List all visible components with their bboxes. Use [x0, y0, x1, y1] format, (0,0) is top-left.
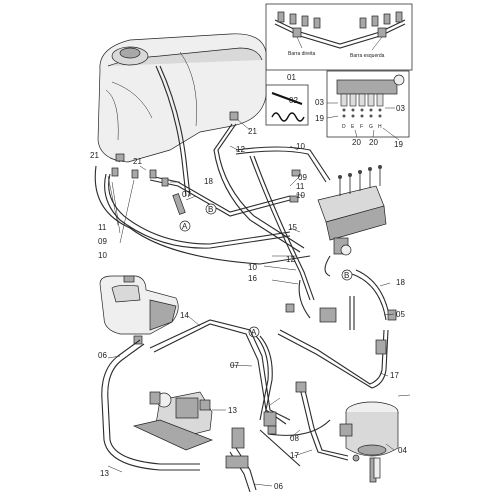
- outlet-d: D: [342, 124, 346, 130]
- label-09-right: 09: [298, 173, 307, 182]
- label-13-right: 13: [228, 406, 237, 415]
- label-13-left: 13: [100, 469, 109, 478]
- middle-hoses: [277, 269, 397, 389]
- label-06-lower: 06: [274, 482, 283, 491]
- outlet-e: E: [351, 124, 355, 130]
- outlet-h: H: [378, 124, 382, 130]
- label-09-left: 09: [98, 237, 107, 246]
- callout-a-upper: A: [182, 222, 188, 231]
- clean-water-tank: [99, 275, 179, 345]
- label-16: 16: [248, 274, 257, 283]
- nozzle-group-left: [359, 11, 403, 38]
- part-labels: 21 21 21 12 10 07 18 09 11 10 11 09 10 1…: [90, 127, 407, 491]
- label-10-left: 10: [98, 251, 107, 260]
- lower-hoses: [101, 319, 349, 493]
- label-18-upper: 18: [204, 177, 213, 186]
- callout-b-upper: B: [208, 205, 213, 214]
- filter-assembly: [339, 401, 399, 483]
- label-14: 14: [180, 311, 189, 320]
- clamp-inset: 01 02: [265, 73, 309, 126]
- label-05: 05: [396, 310, 405, 319]
- label-21-top: 21: [248, 127, 257, 136]
- right-boom-label: Barra direita: [288, 51, 315, 57]
- label-17-right: 17: [390, 371, 399, 380]
- main-tank: [97, 33, 267, 163]
- label-04: 04: [398, 446, 407, 455]
- label-19-right: 19: [394, 140, 403, 149]
- manifold-inset: D E F G H 03 03 19 19 20 20: [315, 70, 410, 149]
- label-12-mid: 12: [286, 255, 295, 264]
- control-valve-block: [317, 165, 387, 277]
- label-11-left: 11: [98, 223, 107, 232]
- outlet-f: F: [360, 124, 363, 130]
- label-03-right: 03: [396, 104, 405, 113]
- label-07-lower: 07: [230, 361, 239, 370]
- upper-hoses: [94, 65, 331, 301]
- leader-lines: [107, 119, 411, 487]
- label-10-mid: 10: [248, 263, 257, 272]
- label-21-mid: 21: [133, 157, 142, 166]
- label-20-a: 20: [352, 138, 361, 147]
- label-08: 08: [290, 434, 299, 443]
- label-17-lower: 17: [290, 451, 299, 460]
- label-20-b: 20: [369, 138, 378, 147]
- left-boom-label: Barra esquerda: [350, 53, 385, 59]
- label-18-right: 18: [396, 278, 405, 287]
- callout-b-lower: B: [344, 271, 349, 280]
- label-10-right: 10: [296, 191, 305, 200]
- label-11-right: 11: [296, 182, 305, 191]
- label-21-left: 21: [90, 151, 99, 160]
- label-01: 01: [287, 73, 296, 82]
- outlet-g: G: [369, 124, 373, 130]
- label-12-top: 12: [236, 145, 245, 154]
- label-07-upper: 07: [182, 190, 191, 199]
- lower-valves: [225, 381, 307, 469]
- callout-a-lower: A: [251, 328, 257, 337]
- label-19-left: 19: [315, 114, 324, 123]
- pump-assembly: [132, 391, 213, 451]
- label-10-top: 10: [296, 142, 305, 151]
- boom-inset: Barra direita Barra esquerda: [265, 3, 413, 71]
- label-02: 02: [289, 96, 298, 105]
- upper-fittings: [111, 167, 301, 215]
- label-15: 15: [288, 223, 297, 232]
- label-03-left: 03: [315, 98, 324, 107]
- label-06-upper: 06: [98, 351, 107, 360]
